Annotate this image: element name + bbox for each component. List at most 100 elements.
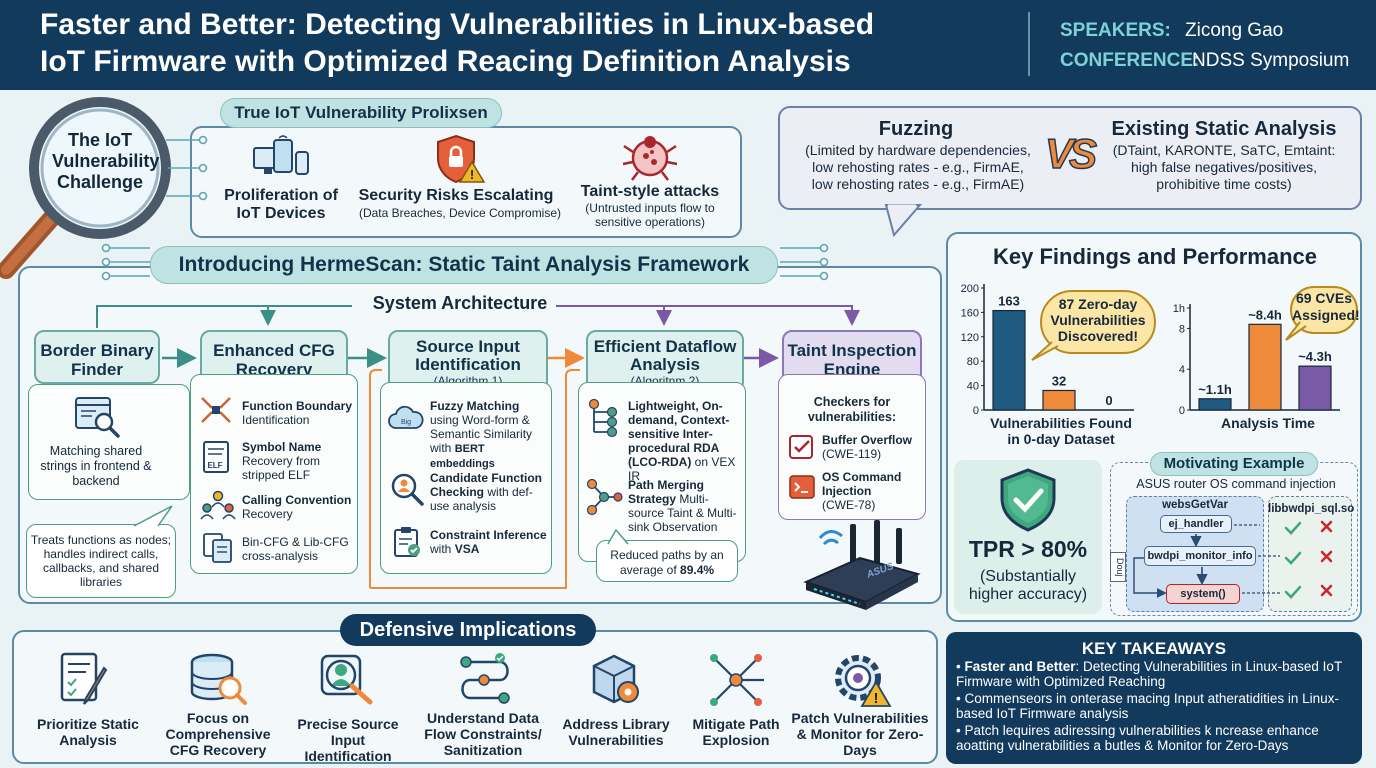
clipboard-icon bbox=[394, 527, 420, 557]
implication-label-3: Precise Source Input Identification bbox=[297, 716, 399, 764]
fuzzing-title: Fuzzing bbox=[878, 118, 954, 140]
router-icon: ASUS bbox=[803, 520, 921, 610]
takeaways-title: KEY TAKEAWAYS bbox=[1081, 639, 1227, 658]
search-window-icon bbox=[75, 397, 120, 438]
chart-2-xlabel: Analysis Time bbox=[1221, 415, 1315, 431]
motivating-left-header: websGetVar bbox=[1162, 499, 1228, 511]
speakers-value: Zicong Gao bbox=[1185, 20, 1284, 41]
takeaway-item-1-rest: : Detecting Vulnerabilities in Linux-bas… bbox=[956, 659, 1342, 689]
static-analysis-title: Existing Static Analysis bbox=[1111, 118, 1337, 140]
takeaways-panel bbox=[946, 632, 1362, 764]
dataflow-callout-line2: average of 89.4% bbox=[598, 563, 736, 577]
check-doc-icon bbox=[789, 435, 813, 459]
speakers-label: SPEAKERS: bbox=[1060, 20, 1171, 41]
explode-icon bbox=[710, 654, 764, 706]
conference-value: NDSS Symposium bbox=[1192, 50, 1350, 71]
svg-text:Big: Big bbox=[401, 419, 411, 426]
stage-title-3: Source Input Identification bbox=[415, 337, 521, 374]
dataflow-item-2: Path Merging Strategy Multi-source Taint… bbox=[628, 478, 744, 534]
bubble-zero-day-text: 87 Zero-day Vulnerabilities Discovered! bbox=[1050, 296, 1146, 344]
static-desc-2: high false negatives/positives, bbox=[1131, 159, 1317, 175]
architecture-label: System Architecture bbox=[372, 293, 548, 313]
flow-arrows bbox=[1133, 524, 1280, 598]
bug-icon bbox=[622, 136, 678, 181]
motivating-title: Motivating Example bbox=[1150, 452, 1318, 476]
chart-2-bar bbox=[1298, 365, 1332, 411]
takeaway-item-2: • Commenseors in onterase macing Input a… bbox=[956, 691, 1339, 721]
bubble-tail-1 bbox=[1031, 341, 1059, 361]
framework-title: Introducing HermeScan: Static Taint Anal… bbox=[150, 246, 778, 284]
challenge-pill: True IoT Vulnerability Prolixsen bbox=[220, 98, 502, 128]
stage-border-binary-finder: Border Binary Finder bbox=[34, 330, 160, 384]
cfg-item-2: Symbol Name Recovery from stripped ELF bbox=[242, 440, 354, 482]
gear-warning-icon: ! bbox=[835, 655, 892, 707]
page-title-line2: IoT Firmware with Optimized Reacing Defi… bbox=[40, 45, 851, 78]
border-binary-desc: Matching shared strings in frontend & ba… bbox=[40, 444, 152, 488]
flow-node-1: ej_handler bbox=[1160, 515, 1232, 533]
search-person-icon bbox=[391, 473, 424, 506]
taint-item-1-bold: Buffer Overflow bbox=[822, 433, 913, 447]
merge-icon bbox=[586, 478, 623, 516]
cfg-item-1-bold: Function Boundary bbox=[242, 399, 352, 413]
border-binary-callout bbox=[26, 524, 176, 598]
chart-1-ytick: 160 bbox=[961, 307, 979, 319]
circuit-decoration bbox=[101, 243, 829, 281]
chart-1-ytick: 0 bbox=[973, 405, 979, 417]
conference-label: CONFERENCE: bbox=[1060, 50, 1200, 71]
takeaway-item-2-rest: Commenseors in onterase macing Input ath… bbox=[956, 691, 1339, 721]
source-item-1-rest: using Word-form & Semantic Similarity wi… bbox=[430, 413, 533, 455]
chart-2-ytick: 1h bbox=[1173, 303, 1185, 315]
svg-text:!: ! bbox=[470, 167, 474, 182]
bubble-cves bbox=[1290, 286, 1358, 334]
page-title-line1: Faster and Better: Detecting Vulnerabili… bbox=[40, 8, 875, 41]
implication-label-5: Address Library Vulnerabilities bbox=[562, 716, 670, 748]
files-icon bbox=[203, 533, 232, 563]
callout-tail bbox=[884, 204, 923, 238]
chart-1-bar bbox=[992, 309, 1026, 411]
bubble-zero-day bbox=[1040, 290, 1156, 354]
source-item-3-bold: Constraint Inference bbox=[430, 528, 547, 542]
stage-title-1: Border Binary Finder bbox=[40, 341, 154, 379]
terminal-icon bbox=[789, 475, 815, 499]
challenge-item-title-1: Proliferation of IoT Devices bbox=[224, 187, 338, 222]
bubble-cves-text: 69 CVEs Assigned! bbox=[1292, 290, 1360, 323]
dataflow-callout bbox=[596, 540, 738, 582]
source-item-2-rest: with def-use analysis bbox=[430, 485, 533, 513]
chart-2-ytick: 0 bbox=[1179, 405, 1185, 417]
callout-tail-2 bbox=[133, 505, 173, 527]
fuzzing-desc-3: low rehosting rates - e.g., FirmAE) bbox=[811, 176, 1025, 192]
taint-checkers-label: Checkers for vulnerabilities: bbox=[807, 395, 897, 424]
chart-2-data-label: ~1.1h bbox=[1198, 382, 1232, 397]
boundary-icon bbox=[201, 397, 231, 423]
implications-title-text: Defensive Implications bbox=[359, 619, 577, 641]
dataflow-callout-value: 89.4% bbox=[680, 563, 715, 577]
people-icon bbox=[200, 490, 236, 520]
taint-item-2: OS Command Injection (CWE-78) bbox=[822, 470, 922, 512]
implication-label-6: Mitigate Path Explosion bbox=[692, 716, 780, 748]
flow-icon bbox=[460, 653, 510, 704]
box-gear-icon bbox=[592, 654, 639, 704]
dataflow-callout-line1: Reduced paths by an bbox=[610, 548, 724, 562]
taint-item-1: Buffer Overflow (CWE-119) bbox=[822, 433, 922, 461]
source-item-3: Constraint Inference with VSA bbox=[430, 528, 548, 556]
shield-lock-icon: ! bbox=[437, 134, 486, 184]
motivating-right-header: libbwdpi_sql.so bbox=[1268, 503, 1355, 515]
taint-item-2-rest: (CWE-78) bbox=[822, 498, 876, 512]
challenge-item-title-2: Security Risks Escalating bbox=[358, 187, 554, 204]
border-binary-callout-text: Treats functions as nodes; handles indir… bbox=[30, 533, 172, 589]
vs-badge: VS bbox=[1044, 129, 1098, 178]
chart-1-ytick: 40 bbox=[967, 381, 979, 393]
cfg-item-1: Function Boundary Identification bbox=[242, 399, 354, 427]
svg-text:ELF: ELF bbox=[207, 461, 222, 470]
implication-label-1: Prioritize Static Analysis bbox=[37, 716, 139, 748]
chart-1-ytick: 200 bbox=[961, 283, 979, 295]
dataflow-item-2-rest: Multi-source Taint & Multi-sink Observat… bbox=[628, 492, 737, 534]
motivating-right-box bbox=[1268, 496, 1352, 612]
cfg-item-3-bold: Calling Convention bbox=[242, 493, 352, 507]
magnifier-icon bbox=[0, 97, 208, 279]
flow-side-label: Douj bbox=[1110, 552, 1126, 582]
cfg-item-2-rest: Recovery from stripped ELF bbox=[242, 454, 321, 482]
dataflow-callout-prefix: average of bbox=[619, 563, 677, 577]
